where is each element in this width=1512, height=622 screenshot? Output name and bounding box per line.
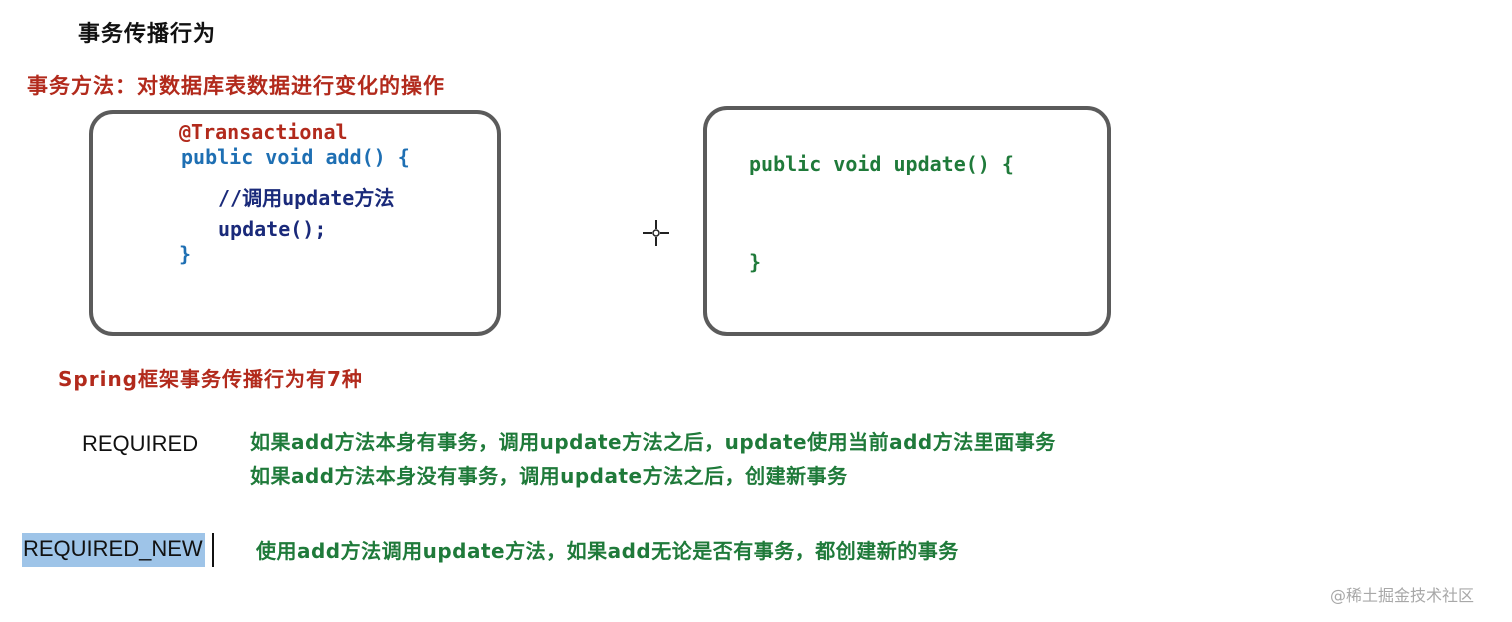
page-title: 事务传播行为 [78,22,217,47]
required-label: REQUIRED [82,431,199,456]
required-new-description: 使用add方法调用update方法，如果add无论是否有事务，都创建新的事务 [256,539,959,563]
add-method-code-box: @Transactional public void add() { //调用u… [89,110,501,336]
update-call-comment: //调用update方法 [218,186,395,210]
update-method-code-box: public void update() { } [703,106,1111,336]
required-description-line-2: 如果add方法本身没有事务，调用update方法之后，创建新事务 [250,464,848,488]
required-description-line-1: 如果add方法本身有事务，调用update方法之后，update使用当前add方… [250,430,1056,454]
add-method-signature: public void add() { [181,145,410,169]
transactional-annotation: @Transactional [179,120,348,144]
watermark: @稀土掘金技术社区 [1330,586,1475,605]
update-call: update(); [218,217,327,241]
update-method-signature: public void update() { [749,152,1014,176]
required-new-selection[interactable]: REQUIRED_NEW [22,533,205,567]
crosshair-cursor-icon [643,220,669,246]
update-method-close-brace: } [749,250,762,274]
text-caret [212,533,214,567]
spring-propagation-note: Spring框架事务传播行为有7种 [58,367,363,391]
transaction-method-definition: 事务方法：对数据库表数据进行变化的操作 [27,74,445,98]
add-method-close-brace: } [179,242,192,266]
required-new-label[interactable]: REQUIRED_NEW [23,536,203,561]
